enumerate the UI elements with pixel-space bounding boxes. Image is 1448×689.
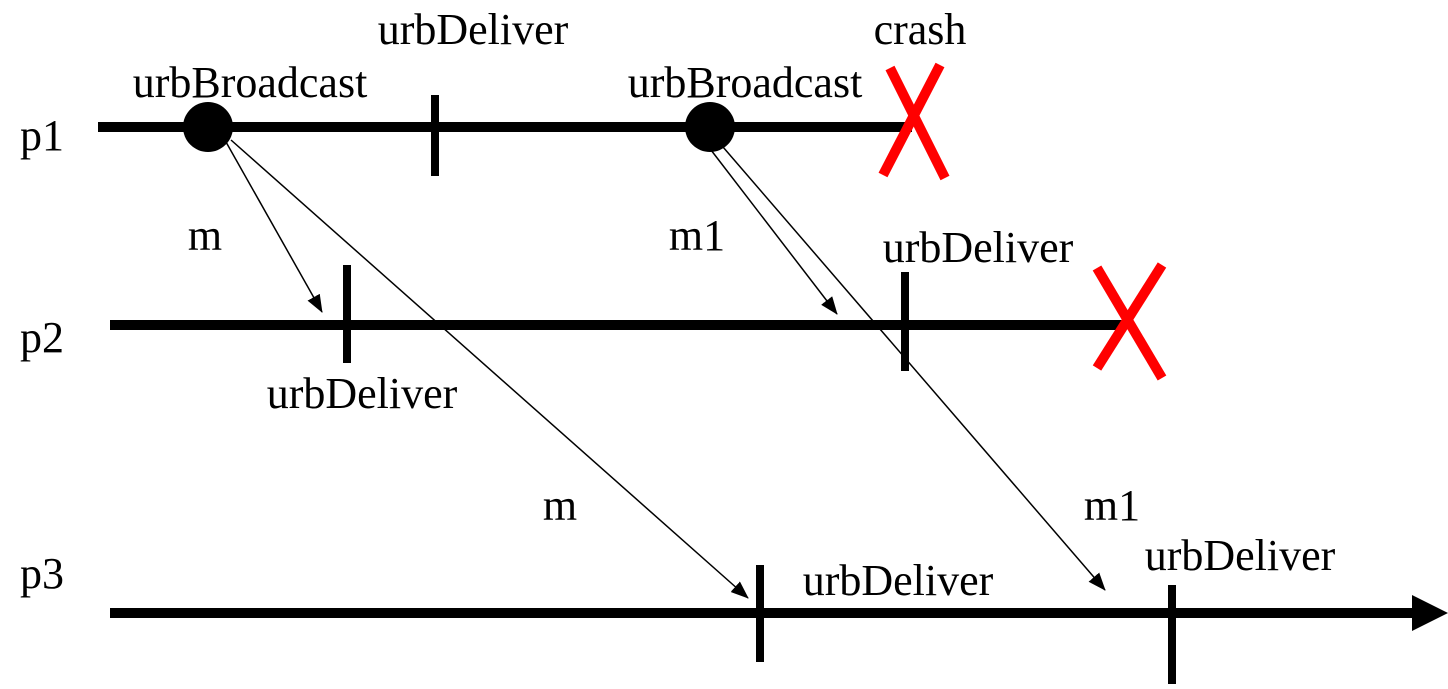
p3-time-arrowhead	[1412, 595, 1448, 631]
label-message-m-p2: m	[188, 211, 222, 260]
p1-crash-icon	[878, 62, 950, 181]
message-arrow-m1-p2	[710, 149, 838, 315]
label-p1-deliver: urbDeliver	[378, 5, 569, 54]
label-p1-broadcast-1: urbBroadcast	[133, 58, 368, 107]
p2-crash-icon	[1092, 262, 1167, 381]
p1-broadcast-dot-1	[183, 102, 233, 152]
label-p2-deliver-1: urbDeliver	[267, 369, 458, 418]
label-p1-crash: crash	[874, 5, 967, 54]
label-message-m1-p2: m1	[669, 211, 725, 260]
message-arrow-m-p3	[230, 139, 749, 599]
label-p3-deliver-2: urbDeliver	[1145, 531, 1336, 580]
label-p1-broadcast-2: urbBroadcast	[628, 58, 863, 107]
process-label-p1: p1	[20, 111, 64, 160]
process-label-p3: p3	[20, 549, 64, 598]
message-arrow-m-p2	[225, 141, 323, 313]
process-label-p2: p2	[20, 313, 64, 362]
message-arrow-m1-p3	[722, 146, 1106, 591]
label-p3-deliver-1: urbDeliver	[803, 556, 994, 605]
label-p2-deliver-2: urbDeliver	[883, 223, 1074, 272]
label-message-m1-p3: m1	[1084, 481, 1140, 530]
p1-broadcast-dot-2	[685, 102, 735, 152]
label-message-m-p3: m	[543, 481, 577, 530]
